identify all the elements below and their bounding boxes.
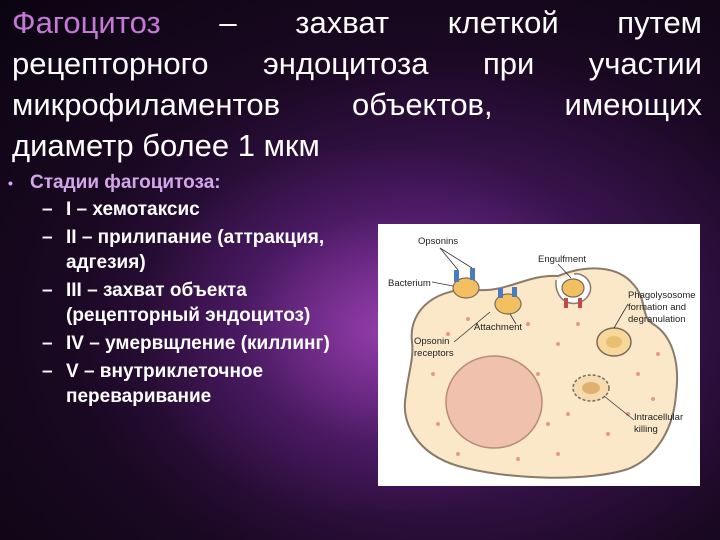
label-engulfment: Engulfment xyxy=(538,254,586,265)
phagocytosis-figure: Opsonins Engulfment Bacterium Phagolysos… xyxy=(378,224,700,486)
stage-text: II – прилипание (аттракция, адгезия) xyxy=(66,227,325,273)
stage-item: –V – внутриклеточное переваривание xyxy=(42,359,338,409)
phagolysosome-inner xyxy=(606,336,622,348)
slide-title: Фагоцитоз – захват клеткой путем рецепто… xyxy=(12,2,702,166)
label-phagolysosome-1: Phagolysosome xyxy=(628,290,696,301)
title-accent: Фагоцитоз xyxy=(12,5,161,40)
label-opsonins: Opsonins xyxy=(418,236,458,247)
dash-icon: – xyxy=(42,227,53,248)
stages-heading-row: • Стадии фагоцитоза: xyxy=(8,172,338,194)
stage-text: III – захват объекта (рецепторный эндоци… xyxy=(66,280,311,326)
stages-heading: Стадии фагоцитоза: xyxy=(30,172,221,193)
leader-lines xyxy=(431,247,635,421)
dash-icon: – xyxy=(42,199,53,220)
dash-icon: – xyxy=(42,361,53,382)
dash-icon: – xyxy=(42,333,53,354)
stage-item: –IV – умервщление (киллинг) xyxy=(42,331,338,356)
bullet-icon: • xyxy=(8,175,13,191)
stage-item: –III – захват объекта (рецепторный эндоц… xyxy=(42,278,338,328)
nucleus xyxy=(445,355,543,449)
label-bacterium: Bacterium xyxy=(388,278,431,289)
stages-list: • Стадии фагоцитоза: –I – хемотаксис –II… xyxy=(8,172,338,409)
bacterium-engulfed xyxy=(561,278,585,298)
label-receptors-2: receptors xyxy=(414,348,454,359)
label-phagolysosome-3: degranulation xyxy=(628,314,686,325)
killing-vesicle-core xyxy=(582,382,600,394)
label-receptors-1: Opsonin xyxy=(414,336,449,347)
dash-icon: – xyxy=(42,280,53,301)
stage-text: IV – умервщление (киллинг) xyxy=(66,333,330,354)
stage-text: I – хемотаксис xyxy=(66,199,200,220)
opsonin-molecules xyxy=(454,268,582,308)
label-killing-1: Intracellular xyxy=(634,412,683,423)
granules xyxy=(431,317,660,461)
bacterium-attached xyxy=(494,293,522,315)
title-rest: – захват клеткой путем рецепторного эндо… xyxy=(12,5,702,163)
label-attachment: Attachment xyxy=(474,322,522,333)
stage-item: –II – прилипание (аттракция, адгезия) xyxy=(42,225,338,275)
phagocytosis-diagram: Opsonins Engulfment Bacterium Phagolysos… xyxy=(388,236,696,479)
bacterium xyxy=(452,277,480,299)
stage-text: V – внутриклеточное переваривание xyxy=(66,361,264,407)
label-phagolysosome-2: formation and xyxy=(628,302,686,313)
label-killing-2: killing xyxy=(634,424,658,435)
stage-item: –I – хемотаксис xyxy=(42,197,338,222)
